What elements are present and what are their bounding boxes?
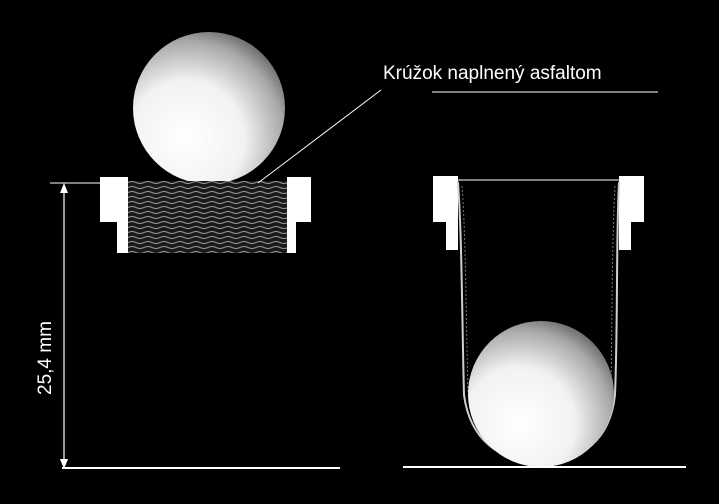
ring-right-wall-final: [619, 176, 644, 250]
ring-left-wall: [100, 177, 128, 253]
dimension-arrow-bottom: [60, 459, 68, 469]
asphalt-film-inner-right: [610, 185, 616, 393]
dimension-label: 25,4 mm: [35, 321, 56, 395]
callout-label: Krúžok naplnený asfaltom: [383, 63, 602, 84]
ring-left-wall-final: [433, 176, 458, 250]
callout-leader-line: [257, 89, 382, 184]
steel-ball-top: [133, 32, 285, 184]
asphalt-fill: [128, 181, 287, 253]
asphalt-film-inner: [461, 185, 469, 393]
dimension-arrow-top: [60, 183, 68, 193]
steel-ball-bottom: [468, 321, 614, 467]
ring-right-wall: [287, 177, 311, 253]
